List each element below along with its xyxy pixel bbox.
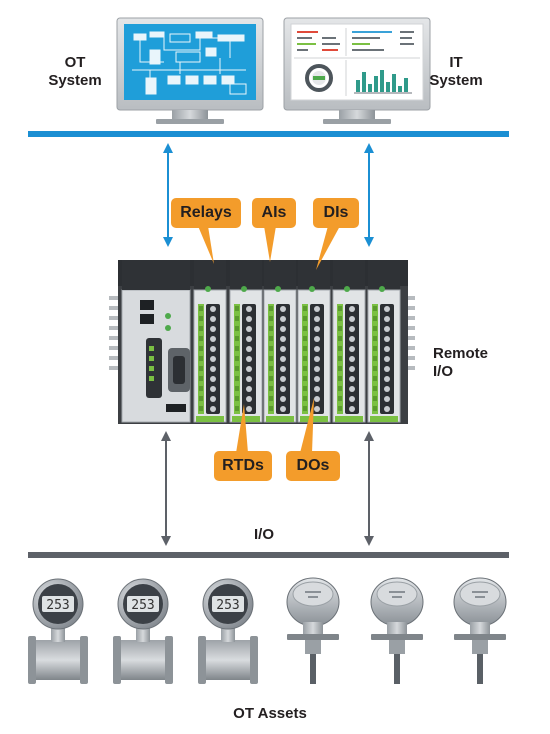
io-module (193, 260, 227, 423)
io-module (367, 260, 401, 423)
io-label: I/O (253, 526, 274, 543)
remote-io-label: Remote I/O (433, 345, 489, 380)
ot-bus-bar (28, 552, 509, 558)
ot-system-label: OT System (48, 54, 102, 89)
io-module (263, 260, 297, 423)
tag-rtds: RTDs (222, 457, 264, 474)
flow-meter-asset: 253 (28, 578, 88, 684)
io-module (229, 260, 263, 423)
meter-display-reading: 253 (46, 598, 69, 613)
meter-display-reading: 253 (216, 598, 239, 613)
ot-assets-label: OT Assets (233, 705, 307, 722)
tag-dis: DIs (323, 204, 349, 221)
level-sensor-asset (370, 577, 424, 684)
tag-dos: DOs (296, 457, 330, 474)
flow-meter-asset: 253 (198, 578, 258, 684)
tag-relays: Relays (180, 204, 232, 221)
it-monitor (283, 17, 431, 124)
io-module (297, 260, 331, 423)
tag-ais: AIs (261, 204, 287, 221)
io-module (332, 260, 366, 423)
level-sensor-asset (286, 577, 340, 684)
meter-display-reading: 253 (131, 598, 154, 613)
ot-monitor (116, 17, 264, 124)
flow-meter-asset: 253 (113, 578, 173, 684)
it-system-label: IT System (429, 54, 483, 89)
level-sensor-asset (453, 577, 507, 684)
it-network-bar (28, 131, 509, 137)
